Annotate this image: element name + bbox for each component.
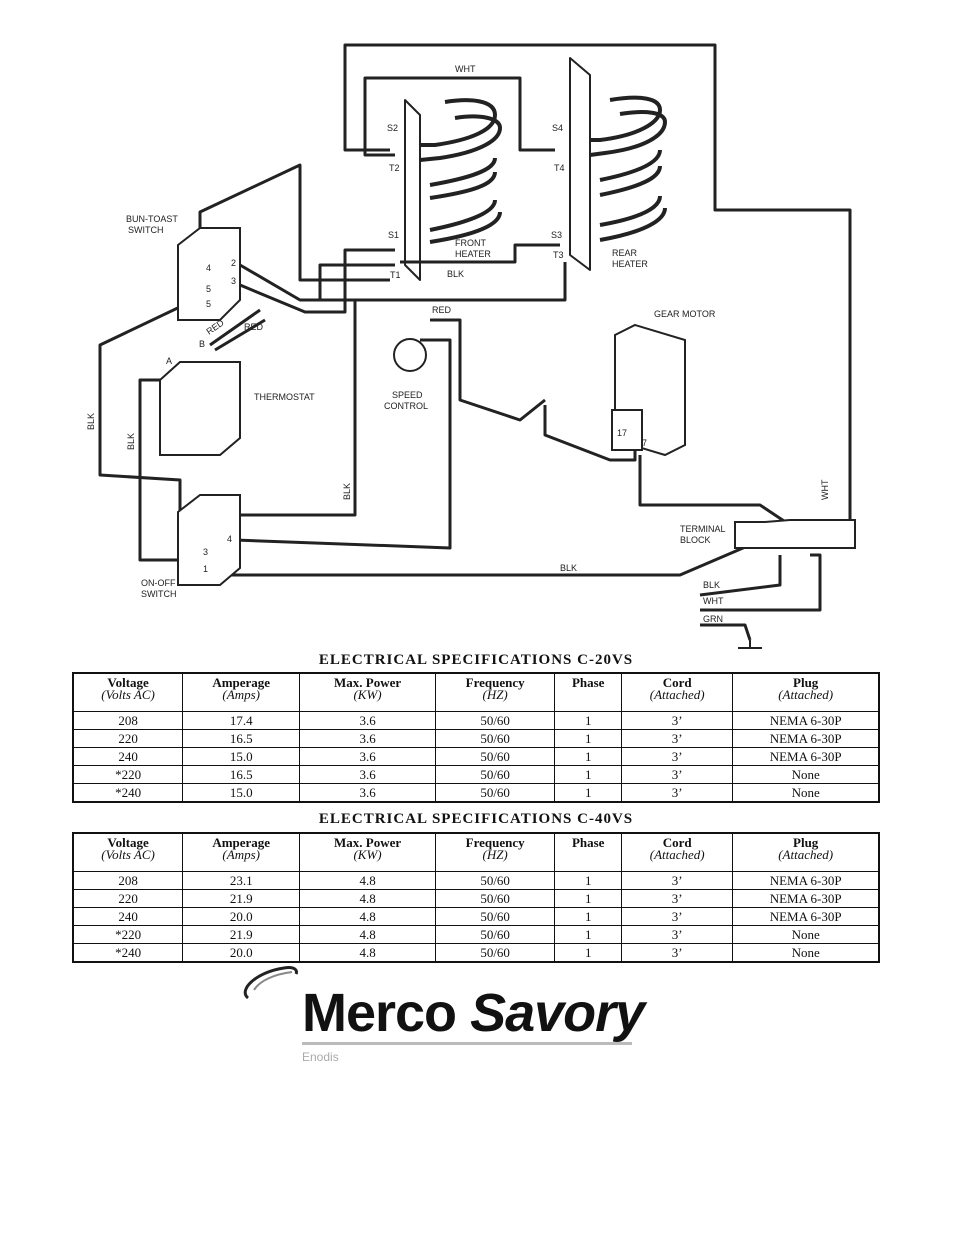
label-sw-4: 4 — [206, 263, 211, 273]
label-rear-heater-2: HEATER — [612, 259, 648, 269]
label-t1: T1 — [390, 270, 401, 280]
table-header-row: Voltage(Volts AC) Amperage(Amps) Max. Po… — [72, 832, 880, 872]
label-oo-4: 4 — [227, 534, 232, 544]
label-bun-toast-1: BUN-TOAST — [126, 214, 178, 224]
thermostat-body — [159, 361, 241, 456]
label-wht-right: WHT — [820, 479, 830, 500]
label-blk-heater: BLK — [447, 269, 464, 279]
label-term-a: A — [166, 356, 172, 366]
label-gear-motor: GEAR MOTOR — [654, 309, 716, 319]
label-onoff-1: ON-OFF — [141, 578, 176, 588]
spec-title-c20vs: ELECTRICAL SPECIFICATIONS C-20VS — [318, 652, 634, 668]
label-red-2: RED — [244, 322, 264, 332]
spec-table-c40vs: Voltage(Volts AC) Amperage(Amps) Max. Po… — [72, 832, 880, 963]
col-header-cord: Cord(Attached) — [621, 832, 734, 872]
logo-sub-brand: Enodis — [302, 1050, 339, 1064]
label-sw-2: 2 — [231, 258, 236, 268]
col-header-plug: Plug(Attached) — [732, 672, 880, 712]
label-front-heater-2: HEATER — [455, 249, 491, 259]
label-cord-blk: BLK — [703, 580, 720, 590]
label-sw-5a: 5 — [206, 284, 211, 294]
speed-control-knob — [393, 338, 427, 372]
col-header-plug: Plug(Attached) — [732, 832, 880, 872]
col-header-cord: Cord(Attached) — [621, 672, 734, 712]
col-header-voltage: Voltage(Volts AC) — [72, 832, 184, 872]
col-header-amperage: Amperage(Amps) — [182, 672, 301, 712]
wiring-diagram: WHT S2 T2 S4 T4 S1 T1 S3 T3 FRONT HEATER… — [86, 43, 856, 649]
gear-motor-terminal — [611, 409, 643, 451]
label-t4: T4 — [554, 163, 565, 173]
spec-table-c20vs: Voltage(Volts AC) Amperage(Amps) Max. Po… — [72, 672, 880, 803]
merco-savory-logo: Merco Savory Enodis — [236, 960, 696, 1070]
label-red-3: RED — [432, 305, 452, 315]
label-speed-2: CONTROL — [384, 401, 428, 411]
label-terminal-2: BLOCK — [680, 535, 711, 545]
col-header-frequency: Frequency(HZ) — [434, 672, 556, 712]
col-header-frequency: Frequency(HZ) — [434, 832, 556, 872]
label-rear-heater-1: REAR — [612, 248, 638, 258]
label-sw-3: 3 — [231, 276, 236, 286]
col-header-max-power: Max. Power(KW) — [299, 672, 436, 712]
label-s1: S1 — [388, 230, 399, 240]
label-blk-bottom: BLK — [560, 563, 577, 573]
label-gm-7: 7 — [642, 438, 647, 448]
label-term-b: B — [199, 339, 205, 349]
label-blk-mid: BLK — [342, 483, 352, 500]
logo-swoosh-icon — [243, 966, 298, 1000]
label-t3: T3 — [553, 250, 564, 260]
logo-brand-part1: Merco — [302, 983, 457, 1043]
label-s2: S2 — [387, 123, 398, 133]
label-oo-1: 1 — [203, 564, 208, 574]
label-t2: T2 — [389, 163, 400, 173]
col-header-max-power: Max. Power(KW) — [299, 832, 436, 872]
logo-underline — [302, 1042, 632, 1045]
label-speed-1: SPEED — [392, 390, 423, 400]
label-blk-left-1: BLK — [86, 413, 96, 430]
col-header-phase: Phase — [554, 672, 623, 712]
label-blk-left-2: BLK — [126, 433, 136, 450]
label-onoff-2: SWITCH — [141, 589, 177, 599]
bun-toast-switch-body — [177, 227, 241, 321]
col-header-phase: Phase — [554, 832, 623, 872]
table-header-row: Voltage(Volts AC) Amperage(Amps) Max. Po… — [72, 672, 880, 712]
label-gm-17: 17 — [617, 428, 627, 438]
terminal-block-body — [734, 519, 856, 549]
label-sw-5b: 5 — [206, 299, 211, 309]
label-s4: S4 — [552, 123, 563, 133]
ground-icon — [738, 640, 762, 649]
on-off-switch-body — [177, 494, 241, 586]
col-header-voltage: Voltage(Volts AC) — [72, 672, 184, 712]
logo-brand-part2: Savory — [470, 983, 645, 1043]
label-wht-top: WHT — [455, 64, 476, 74]
label-s3: S3 — [551, 230, 562, 240]
spec-title-c40vs: ELECTRICAL SPECIFICATIONS C-40VS — [318, 811, 634, 827]
label-thermostat: THERMOSTAT — [254, 392, 315, 402]
logo-wordmark: Merco Savory — [302, 982, 645, 1044]
col-header-amperage: Amperage(Amps) — [182, 832, 301, 872]
label-bun-toast-2: SWITCH — [128, 225, 164, 235]
label-oo-3: 3 — [203, 547, 208, 557]
label-cord-grn: GRN — [703, 614, 723, 624]
label-terminal-1: TERMINAL — [680, 524, 726, 534]
label-front-heater-1: FRONT — [455, 238, 486, 248]
label-cord-wht: WHT — [703, 596, 724, 606]
